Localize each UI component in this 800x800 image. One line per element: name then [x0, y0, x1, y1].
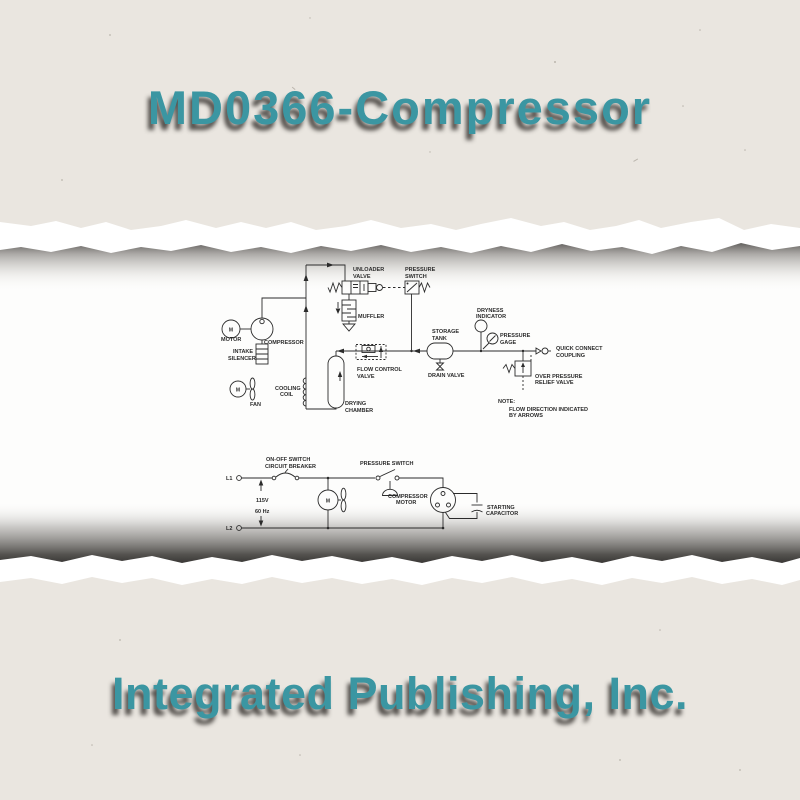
l1-terminal: L1	[226, 475, 272, 482]
flow-control-valve: FLOW CONTROL VALVE	[355, 344, 403, 380]
storage-tank: STORAGE TANK	[426, 329, 459, 360]
fan-motor: M	[317, 478, 347, 530]
pressure-switch-label2: SWITCH	[405, 274, 427, 280]
muffler: MUFFLER	[335, 294, 384, 332]
pressure-switch-pneumatic: PRESSURE SWITCH	[404, 267, 436, 351]
cooling-coil-label2: COIL	[280, 392, 294, 398]
pressure-switch-el-label: PRESSURE SWITCH	[360, 461, 414, 467]
valve-icon	[435, 362, 445, 368]
note-heading: NOTE:	[498, 399, 515, 405]
flow-control-valve-label2: VALVE	[357, 374, 375, 380]
cooling-coil-label: COOLING	[275, 386, 301, 392]
motor-label: MOTOR	[221, 337, 241, 343]
compressor-motor-label2: MOTOR	[396, 500, 416, 506]
muffler-label: MUFFLER	[358, 314, 384, 320]
pressure-gage: PRESSURE GAGE	[482, 332, 531, 350]
fan-blade-icon	[340, 499, 347, 513]
compressor-motor-label: COMPRESSOR	[388, 494, 428, 500]
starting-capacitor-label: STARTING	[487, 505, 515, 511]
relief-valve-label: OVER PRESSURE	[535, 374, 583, 380]
intake-silencer-label: INTAKE	[233, 349, 253, 355]
valve-icon	[435, 365, 445, 371]
cooling-coil: COOLING COIL	[275, 377, 307, 407]
note: NOTE: FLOW DIRECTION INDICATED BY ARROWS	[498, 399, 588, 419]
flow-control-valve-label: FLOW CONTROL	[357, 367, 403, 373]
supply-voltage: 115V 60 Hz	[255, 479, 270, 527]
pressure-gage-label2: GAGE	[500, 340, 517, 346]
circuit-breaker-label: CIRCUIT BREAKER	[265, 464, 316, 470]
drain-valve-label: DRAIN VALVE	[428, 373, 465, 379]
pressure-switch-label: PRESSURE	[405, 267, 436, 273]
l1-label: L1	[226, 476, 232, 482]
drain-valve: DRAIN VALVE	[428, 359, 465, 379]
top-paper	[0, 0, 800, 230]
note-line1: FLOW DIRECTION INDICATED	[509, 407, 588, 413]
compressor-motor: COMPRESSOR MOTOR	[388, 477, 456, 530]
l2-terminal: L2	[226, 525, 443, 532]
electrical-diagram: L1 ON-OFF SWITCH CIRCUIT BREAKER 115V 60…	[226, 457, 518, 532]
pressure-switch-electrical: PRESSURE SWITCH	[360, 461, 414, 496]
spring-icon	[418, 281, 431, 294]
fan-blade-icon	[249, 388, 256, 401]
fan: M FAN	[229, 377, 261, 408]
exhaust-icon	[342, 323, 356, 332]
quick-connect-label2: COUPLING	[556, 353, 585, 359]
intake-silencer: INTAKE SILENCER	[228, 340, 269, 365]
page-title: MD0366-Compressor	[147, 81, 653, 134]
piping	[261, 262, 346, 410]
on-off-switch-circuit-breaker: ON-OFF SWITCH CIRCUIT BREAKER	[265, 457, 375, 481]
pneumatic-diagram: UNLOADER VALVE PRESSURE SWITCH MUFFLER M	[221, 262, 603, 419]
dryness-indicator-label2: INDICATOR	[476, 314, 506, 320]
intake-silencer-label2: SILENCER	[228, 356, 256, 362]
fan-m: M	[236, 388, 240, 394]
on-off-switch-label: ON-OFF SWITCH	[266, 457, 310, 463]
quick-connect-label: QUICK CONNECT	[556, 346, 603, 352]
fan-motor-m: M	[326, 499, 330, 505]
relief-valve-label2: RELIEF VALVE	[535, 380, 574, 386]
pressure-gage-label: PRESSURE	[500, 333, 531, 339]
drying-chamber: DRYING CHAMBER	[327, 351, 373, 414]
frequency-label: 60 Hz	[255, 509, 270, 515]
over-pressure-relief-valve: OVER PRESSURE RELIEF VALVE	[502, 351, 583, 390]
storage-tank-label2: TANK	[432, 336, 447, 342]
unloader-valve-label2: VALVE	[353, 274, 371, 280]
l2-label: L2	[226, 526, 232, 532]
capacitor-plate-icon	[471, 509, 483, 513]
spring-icon	[502, 363, 516, 374]
starting-capacitor: STARTING CAPACITOR	[445, 493, 518, 519]
quick-connect-coupling: QUICK CONNECT COUPLING	[535, 346, 603, 359]
compressor-label: COMPRESSOR	[264, 340, 304, 346]
note-line2: BY ARROWS	[509, 413, 543, 419]
fan-label: FAN	[250, 402, 261, 408]
unloader-valve-label: UNLOADER	[353, 267, 384, 273]
motor-m: M	[229, 328, 233, 334]
dryness-indicator: DRYNESS INDICATOR	[474, 308, 506, 351]
spring-icon	[327, 281, 343, 294]
storage-tank-label: STORAGE	[432, 329, 459, 335]
bottom-paper	[0, 577, 800, 800]
bottom-tear-shadow	[0, 502, 800, 564]
drying-chamber-label2: CHAMBER	[345, 408, 373, 414]
drying-chamber-label: DRYING	[345, 401, 366, 407]
diaphragm-icon	[382, 488, 398, 496]
unloader-valve: UNLOADER VALVE	[327, 267, 405, 295]
paper-speckles	[61, 17, 746, 771]
drive-motor: M MOTOR	[221, 319, 251, 343]
dryness-indicator-label: DRYNESS	[477, 308, 504, 314]
starting-capacitor-label2: CAPACITOR	[486, 511, 518, 517]
publisher-name: Integrated Publishing, Inc.	[111, 668, 689, 719]
voltage-label: 115V	[256, 498, 269, 504]
